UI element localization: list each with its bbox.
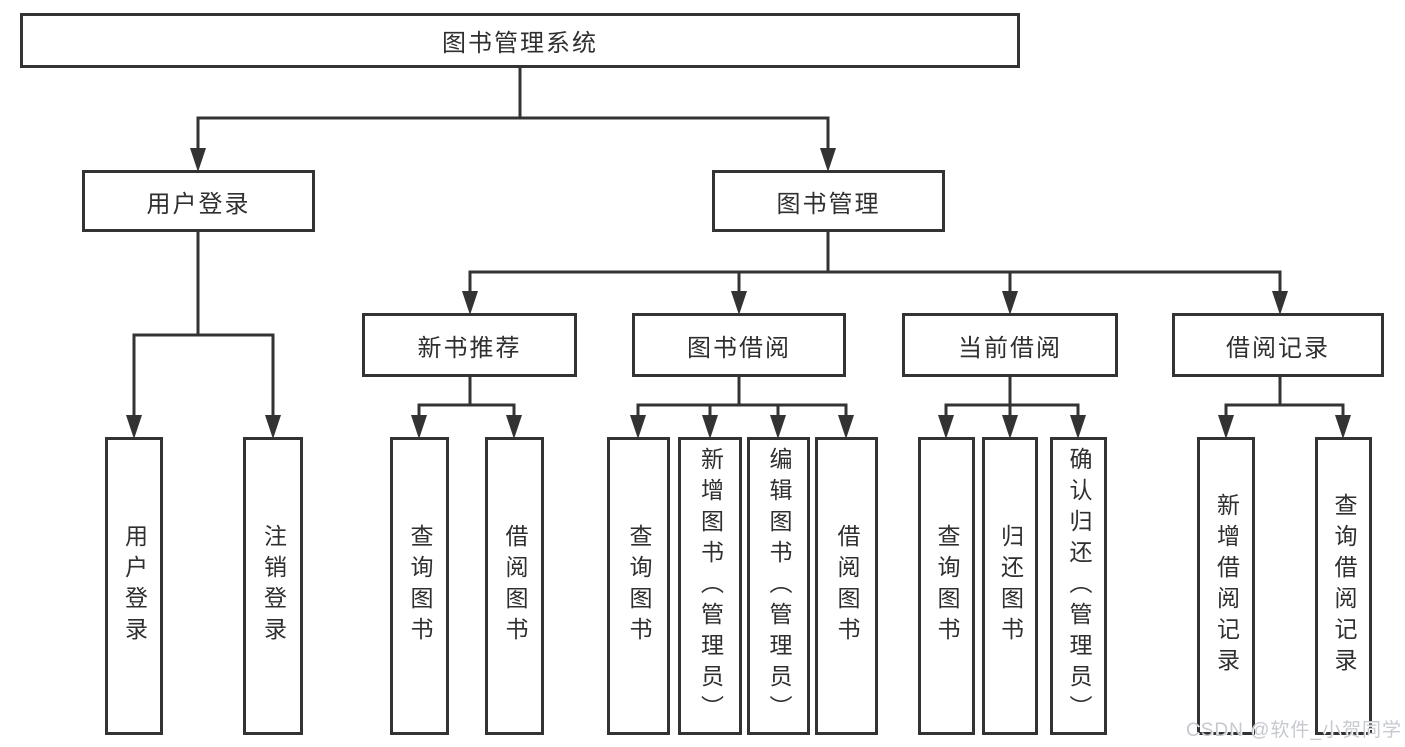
leaf-label: 新增图书（管理员） xyxy=(697,446,724,726)
leaf-label: 查询图书 xyxy=(934,524,960,648)
node-library-management-system: 图书管理系统 xyxy=(20,13,1020,68)
node-borrowing-records: 借阅记录 xyxy=(1172,313,1384,377)
node-label: 借阅记录 xyxy=(1226,334,1330,362)
leaf-query-books-recommend: 查询图书 xyxy=(390,437,449,735)
leaf-label: 确认归还（管理员） xyxy=(1066,446,1092,726)
leaf-label: 新增借阅记录 xyxy=(1213,493,1240,679)
node-new-book-recommendation: 新书推荐 xyxy=(362,313,577,377)
node-label: 当前借阅 xyxy=(958,334,1062,362)
leaf-confirm-return-admin: 确认归还（管理员） xyxy=(1050,437,1107,735)
node-book-management: 图书管理 xyxy=(712,170,945,232)
node-label: 图书管理 xyxy=(776,190,881,218)
leaf-add-borrow-record: 新增借阅记录 xyxy=(1197,437,1255,735)
leaf-edit-books-admin: 编辑图书（管理员） xyxy=(747,437,810,735)
node-current-borrowing: 当前借阅 xyxy=(902,313,1118,377)
csdn-watermark: CSDN @软件_小贺同学 xyxy=(1186,720,1402,741)
leaf-label: 查询图书 xyxy=(407,524,433,648)
leaf-query-books-current: 查询图书 xyxy=(918,437,975,735)
leaf-borrow-books-recommend: 借阅图书 xyxy=(485,437,544,735)
leaf-query-borrow-record: 查询借阅记录 xyxy=(1315,437,1372,735)
leaf-label: 注销登录 xyxy=(260,524,287,648)
node-user-login: 用户登录 xyxy=(82,170,315,232)
leaf-label: 查询借阅记录 xyxy=(1331,493,1357,679)
leaf-label: 归还图书 xyxy=(997,524,1024,648)
leaf-label: 用户登录 xyxy=(121,524,148,648)
leaf-borrow-books-borrowing: 借阅图书 xyxy=(815,437,878,735)
leaf-query-books-borrowing: 查询图书 xyxy=(607,437,670,735)
leaf-add-books-admin: 新增图书（管理员） xyxy=(678,437,742,735)
leaf-logout: 注销登录 xyxy=(243,437,303,735)
node-label: 图书管理系统 xyxy=(442,30,598,57)
node-label: 图书借阅 xyxy=(687,334,791,362)
node-book-borrowing: 图书借阅 xyxy=(632,313,846,377)
node-label: 新书推荐 xyxy=(417,334,522,362)
node-label: 用户登录 xyxy=(146,190,251,218)
leaf-label: 借阅图书 xyxy=(502,524,528,648)
leaf-label: 编辑图书（管理员） xyxy=(766,446,792,726)
leaf-return-books: 归还图书 xyxy=(982,437,1038,735)
leaf-label: 借阅图书 xyxy=(834,524,860,648)
leaf-user-login: 用户登录 xyxy=(105,437,163,735)
leaf-label: 查询图书 xyxy=(626,524,652,648)
